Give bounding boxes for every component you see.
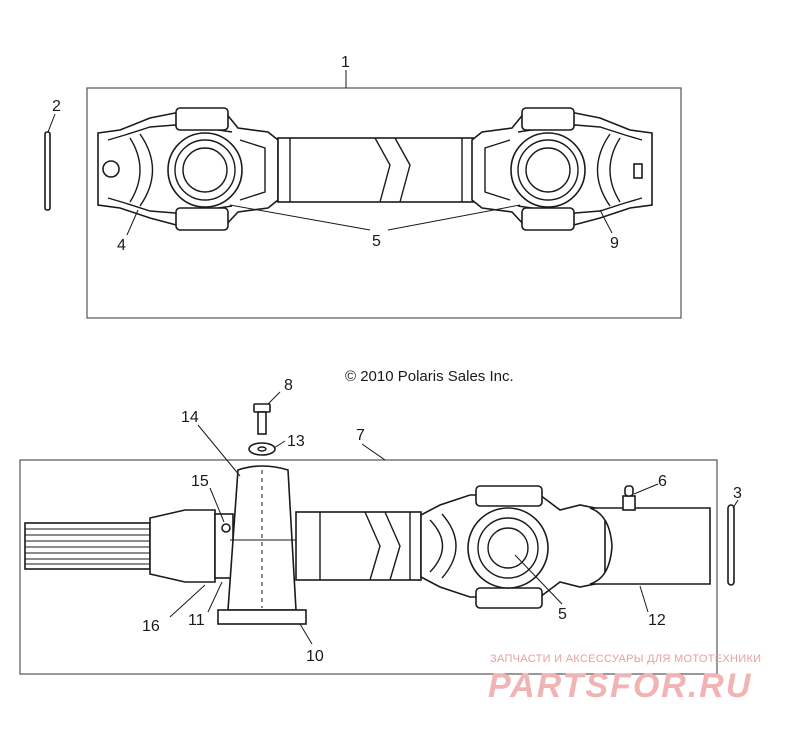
snap-ring-right	[727, 504, 735, 586]
splined-stub	[24, 509, 234, 583]
snap-ring-left	[44, 131, 51, 211]
callout-5-bottom: 5	[558, 606, 567, 623]
callout-15: 15	[191, 473, 209, 490]
leader-9	[599, 209, 613, 234]
callout-3: 3	[733, 485, 742, 502]
callout-6: 6	[658, 473, 667, 490]
lower-assembly-frame	[19, 459, 718, 675]
lower-shaft	[295, 511, 422, 581]
callout-4: 4	[117, 237, 126, 254]
leader-4	[126, 209, 139, 236]
right-yoke	[471, 107, 653, 231]
slip-tube	[589, 485, 711, 585]
bolt	[253, 403, 271, 435]
callout-10: 10	[306, 648, 324, 665]
leader-2	[47, 113, 56, 133]
upper-assembly: 1 2 4 5 9	[44, 54, 682, 319]
bearing-housing	[217, 465, 307, 625]
callout-2: 2	[52, 98, 61, 115]
leader-5a	[229, 204, 371, 231]
copyright-notice: © 2010 Polaris Sales Inc.	[345, 368, 514, 385]
watermark-tagline: ЗАПЧАСТИ И АКСЕССУАРЫ ДЛЯ МОТОТЕХНИКИ	[490, 653, 761, 665]
callout-11: 11	[188, 612, 205, 629]
left-yoke	[97, 107, 279, 231]
watermark-logo: PARTSFOR.RU	[488, 667, 752, 705]
callout-1: 1	[341, 54, 350, 71]
callout-13: 13	[287, 433, 305, 450]
callout-14: 14	[181, 409, 199, 426]
callout-9: 9	[610, 235, 619, 252]
lower-assembly: 7 8 13 14 15 6 3 16 11 10 5 12	[19, 377, 742, 675]
washer	[248, 442, 276, 456]
leader-5b	[387, 204, 521, 231]
callout-7: 7	[356, 427, 365, 444]
callout-8: 8	[284, 377, 293, 394]
callout-5-top: 5	[372, 233, 381, 250]
upper-assembly-frame	[86, 87, 682, 319]
callout-12: 12	[648, 612, 666, 629]
callout-16: 16	[142, 618, 160, 635]
lower-yoke	[420, 485, 606, 609]
watermark: ЗАПЧАСТИ И АКСЕССУАРЫ ДЛЯ МОТОТЕХНИКИ PA…	[488, 653, 761, 705]
upper-shaft	[277, 137, 474, 203]
